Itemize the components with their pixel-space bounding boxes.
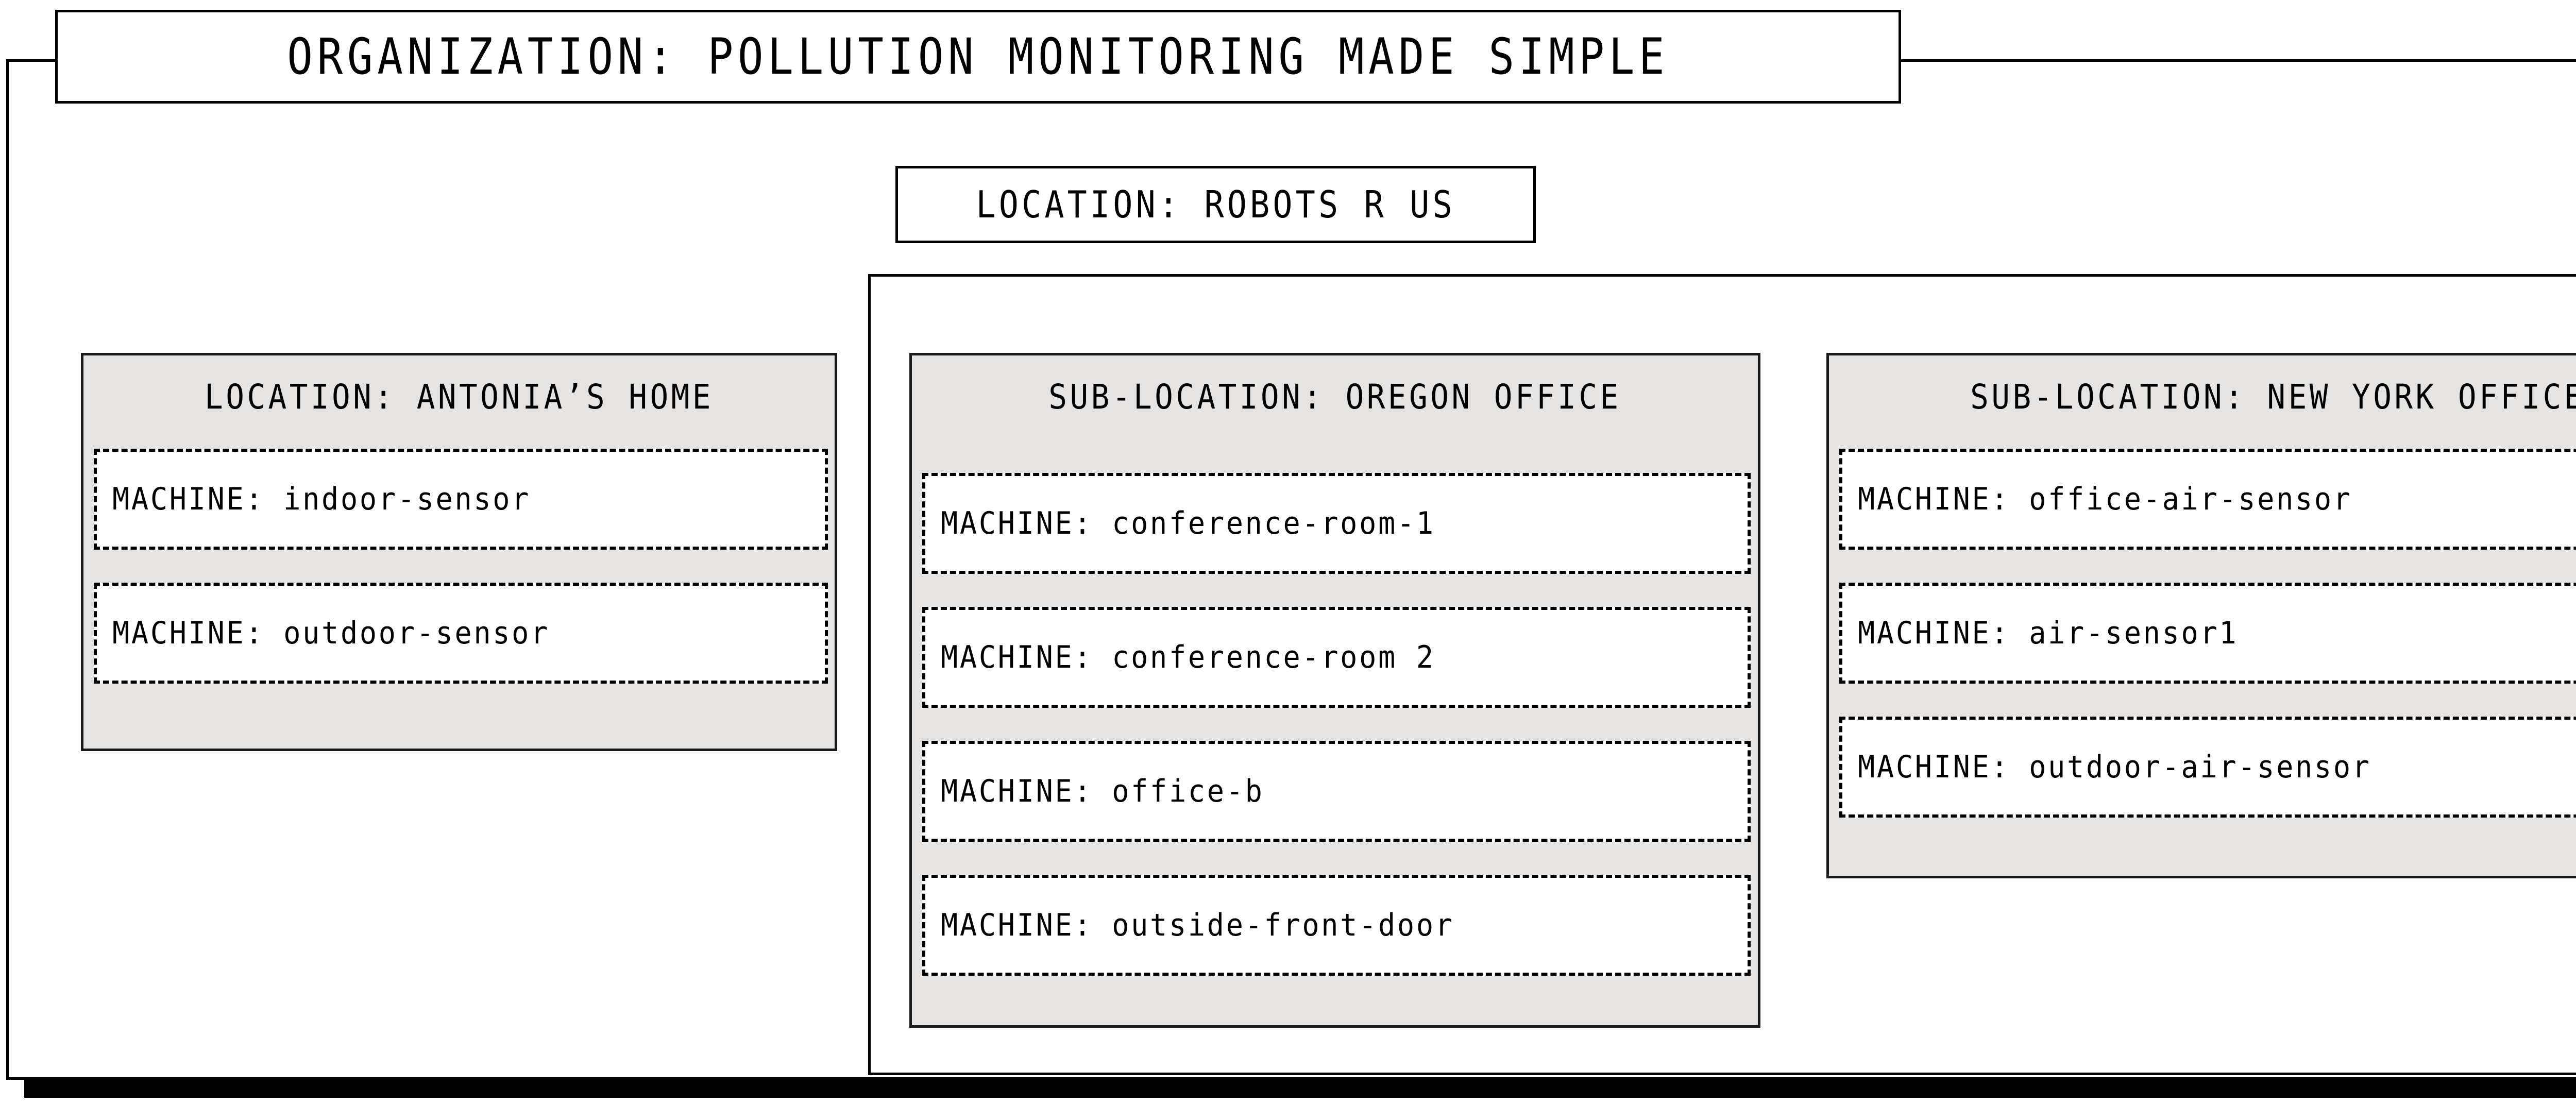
machine-label: MACHINE: air-sensor1 [1858, 615, 2239, 651]
machine-label: MACHINE: indoor-sensor [112, 481, 531, 517]
machine-card[interactable]: MACHINE: indoor-sensor [94, 449, 828, 550]
organization-title-tag: ORGANIZATION: POLLUTION MONITORING MADE … [55, 10, 1901, 104]
machine-label: MACHINE: conference-room-1 [941, 505, 1435, 541]
sub-location-panel-title: SUB-LOCATION: NEW YORK OFFICE [1970, 377, 2576, 417]
organization-title: ORGANIZATION: POLLUTION MONITORING MADE … [287, 28, 1669, 86]
sub-location-panel-title: SUB-LOCATION: OREGON OFFICE [1048, 377, 1621, 417]
machine-card[interactable]: MACHINE: office-air-sensor [1839, 449, 2576, 550]
sub-location-panel-new-york-office: SUB-LOCATION: NEW YORK OFFICE MACHINE: o… [1826, 353, 2576, 878]
location-container-title: LOCATION: ROBOTS R US [976, 183, 1455, 226]
location-panel-title: LOCATION: ANTONIA’S HOME [205, 377, 714, 417]
machine-card[interactable]: MACHINE: outdoor-sensor [94, 583, 828, 684]
machine-card[interactable]: MACHINE: conference-room 2 [922, 607, 1751, 708]
location-panel-antonias-home: LOCATION: ANTONIA’S HOME MACHINE: indoor… [81, 353, 837, 751]
machine-label: MACHINE: office-air-sensor [1858, 481, 2352, 517]
machine-label: MACHINE: outside-front-door [941, 907, 1454, 943]
machine-label: MACHINE: outdoor-air-sensor [1858, 749, 2371, 785]
sub-location-panel-oregon-office: SUB-LOCATION: OREGON OFFICE MACHINE: con… [909, 353, 1760, 1028]
machine-label: MACHINE: outdoor-sensor [112, 615, 550, 651]
machine-card[interactable]: MACHINE: office-b [922, 741, 1751, 842]
machine-label: MACHINE: conference-room 2 [941, 639, 1435, 675]
machine-card[interactable]: MACHINE: air-sensor1 [1839, 583, 2576, 684]
location-container-title-tag: LOCATION: ROBOTS R US [895, 166, 1536, 243]
machine-card[interactable]: MACHINE: outside-front-door [922, 875, 1751, 976]
machine-card[interactable]: MACHINE: outdoor-air-sensor [1839, 717, 2576, 818]
organization-frame: LOCATION: ANTONIA’S HOME MACHINE: indoor… [6, 59, 2576, 1080]
machine-label: MACHINE: office-b [941, 773, 1264, 809]
machine-card[interactable]: MACHINE: conference-room-1 [922, 473, 1751, 574]
